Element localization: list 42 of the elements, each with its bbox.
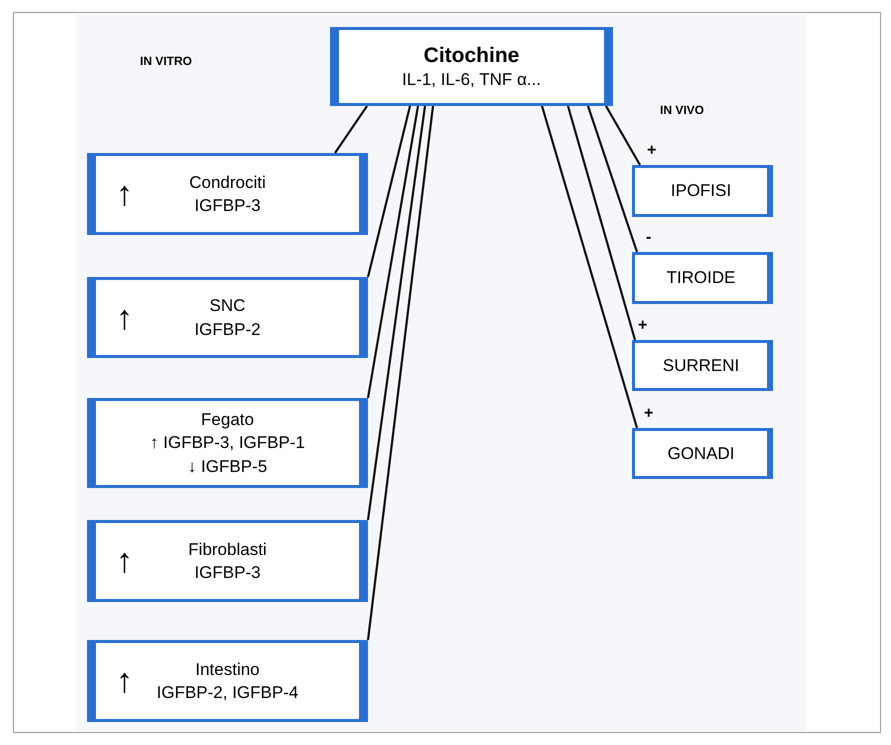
connector-line [586,106,638,252]
process-box [632,428,773,479]
connector-line [540,106,638,428]
node-text: SNC [210,295,246,318]
node-text: IGFBP-3 [194,562,261,584]
node-text: Condrociti [189,172,266,194]
section-label: IN VITRO [140,53,192,70]
node-title: Citochine [424,42,520,69]
connector-line [366,106,412,278]
process-box [87,153,368,235]
increase-arrow: ↑ [116,177,133,211]
node-text: SURRENI [662,354,740,377]
section-label: IN VIVO [660,102,704,119]
node-text: ↑ IGFBP-3, IGFBP-1 [150,432,305,454]
process-box [632,165,773,217]
increase-arrow: ↑ [116,300,133,334]
process-box [87,398,368,488]
node-text: GONADI [667,442,735,465]
node-text: IGFBP-2 [194,318,261,340]
increase-arrow: ↑ [116,664,133,698]
node-text: IL-1, IL-6, TNF α... [402,69,541,90]
node-text: IGFBP-3 [194,195,261,217]
connector-line [366,106,434,640]
connector-line [366,106,420,398]
process-box [87,640,368,722]
node-text: TIROIDE [666,267,736,290]
node-text: Intestino [195,658,260,681]
node-text: Fibroblasti [188,538,267,561]
connector-line [605,105,641,166]
node-text: IGFBP-2, IGFBP-4 [156,682,298,704]
process-box [632,252,773,304]
node-text: ↓ IGFBP-5 [188,456,268,478]
increase-arrow: ↑ [116,544,133,578]
node-text: Fegato [201,408,254,431]
process-box [87,520,368,602]
process-box [330,27,613,106]
connector-line [566,106,636,340]
connector-line [334,105,368,154]
connector-line [366,106,426,520]
node-text: IPOFISI [670,180,732,202]
process-box [87,277,368,358]
process-box [632,340,773,391]
